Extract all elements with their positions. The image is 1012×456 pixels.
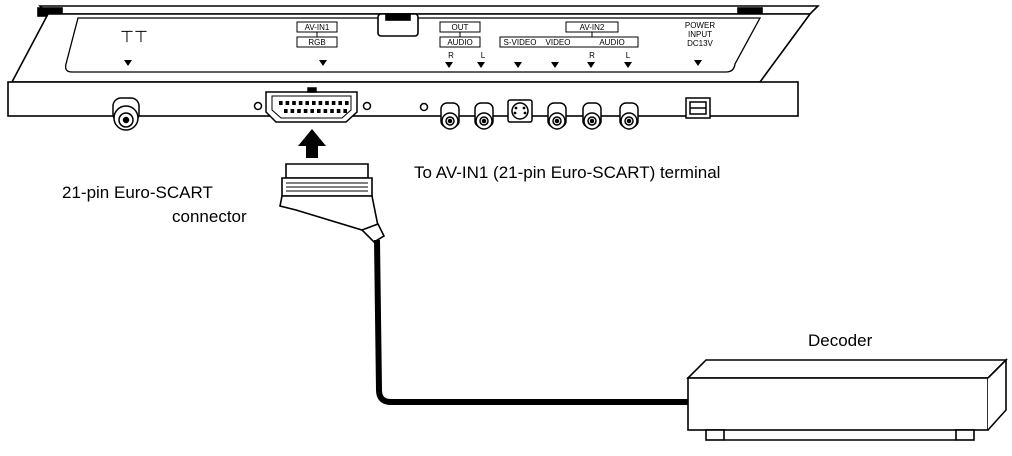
scart-pin: [338, 101, 342, 105]
scart-pin: [330, 109, 334, 113]
connector-caption-line2: connector: [172, 207, 247, 226]
s-video-jack: [507, 99, 533, 123]
scart-pin: [284, 109, 288, 113]
rca-jack-in2-l: [619, 102, 639, 130]
rca-jack-out-r: [440, 102, 460, 130]
scart-pin: [318, 101, 323, 105]
rca-jack-in2-r: [582, 102, 602, 130]
power-label-line3: DC13V: [687, 39, 713, 48]
power-input-jack: [685, 97, 711, 119]
power-label-line2: INPUT: [688, 30, 712, 39]
scart-pin: [305, 101, 309, 105]
scart-pin: [292, 101, 296, 105]
scart-plug: [279, 163, 386, 244]
scart-pin: [303, 109, 308, 113]
terminal-caption: To AV-IN1 (21-pin Euro-SCART) terminal: [414, 163, 721, 182]
marker-triangle: [587, 62, 595, 68]
power-label-line1: POWER: [685, 21, 715, 30]
scart-pin: [325, 101, 329, 105]
rca-jacks: [419, 102, 639, 130]
scart-pin: [336, 109, 341, 113]
l-out-label: L: [481, 51, 486, 60]
scart-pin: [297, 109, 301, 113]
scart-pin: [310, 109, 314, 113]
r-in2-label: R: [589, 51, 595, 60]
s-video-label: S-VIDEO: [504, 38, 537, 47]
decoder-box: [686, 358, 1008, 441]
l-in2-label: L: [626, 51, 631, 60]
terminal-markers: [124, 60, 702, 68]
marker-triangle: [694, 60, 702, 66]
marker-triangle: [551, 62, 559, 68]
scart-pin: [279, 101, 283, 105]
rca-jack-video: [547, 102, 567, 130]
video-label: VIDEO: [546, 38, 571, 47]
scart-cable: [374, 239, 690, 405]
marker-triangle: [477, 62, 485, 68]
marker-triangle: [319, 60, 327, 66]
marker-triangle: [514, 62, 522, 68]
marker-triangle: [445, 62, 453, 68]
screw: [419, 102, 429, 112]
rgb-label: RGB: [308, 38, 325, 47]
scart-pin: [285, 101, 290, 105]
av-in1-label: AV-IN1: [305, 23, 330, 32]
marker-triangle: [624, 62, 632, 68]
scart-pin: [343, 109, 347, 113]
marker-triangle: [124, 60, 132, 66]
scart-pin: [290, 109, 295, 113]
tv-rear-panel: [7, 5, 820, 117]
audio-out-label: AUDIO: [447, 38, 472, 47]
scart-pin: [345, 101, 349, 105]
scart-pin: [331, 101, 336, 105]
antenna-jack: [112, 97, 140, 131]
av-in2-label: AV-IN2: [580, 23, 605, 32]
out-label: OUT: [452, 23, 469, 32]
connector-caption-line1: 21-pin Euro-SCART: [62, 183, 213, 202]
rca-jack-out-l: [474, 102, 494, 130]
scart-pin: [312, 101, 316, 105]
insert-arrow: [298, 129, 326, 158]
decoder-caption: Decoder: [808, 331, 873, 350]
audio-in2-label: AUDIO: [599, 38, 624, 47]
scart-pin: [323, 109, 328, 113]
scart-pin: [298, 101, 303, 105]
antenna-symbol: ⊤⊤: [120, 27, 148, 46]
r-out-label: R: [448, 51, 454, 60]
scart-pin: [317, 109, 321, 113]
